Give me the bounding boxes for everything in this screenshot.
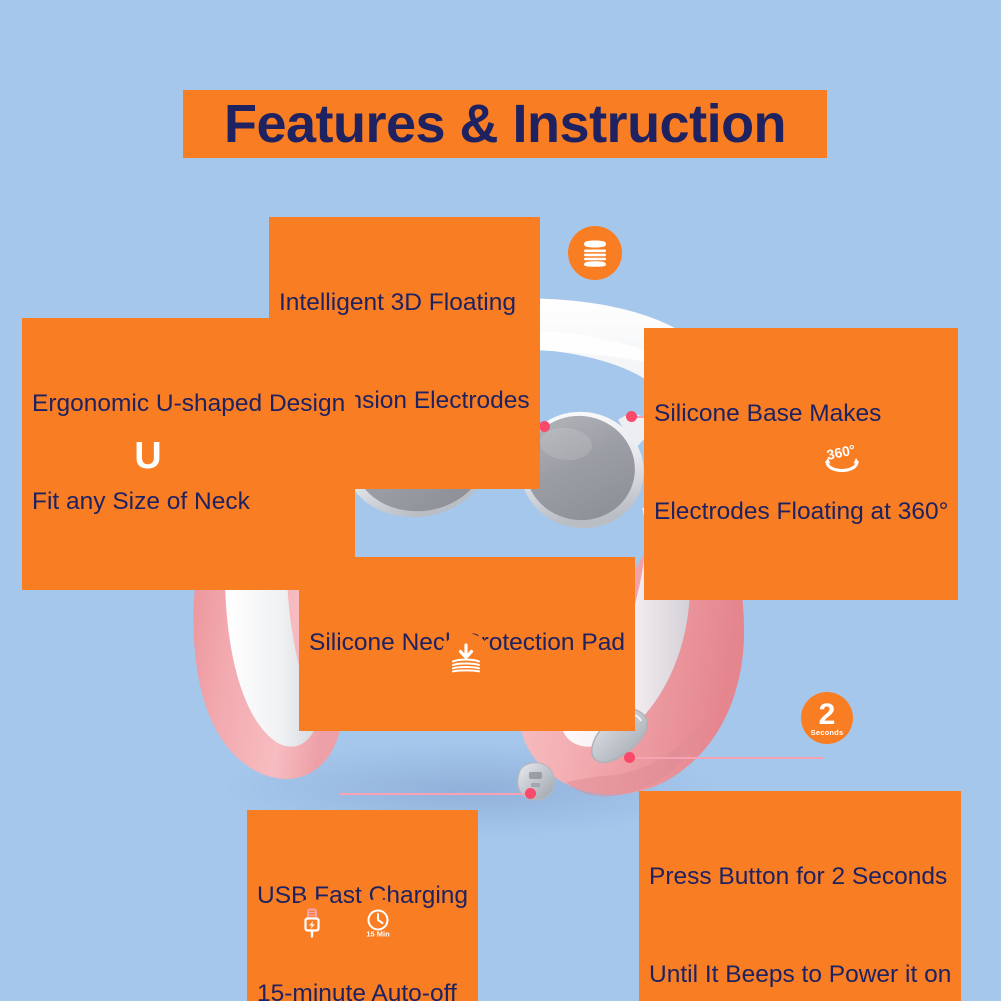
rotate-360-icon: 360° xyxy=(815,431,869,485)
callout-line-1: Silicone Base Makes xyxy=(654,400,882,428)
connector-dot-press-button xyxy=(624,752,635,763)
callout-line-2: 15-minute Auto-off xyxy=(257,979,457,1001)
clock-15min-icon: 15 Min xyxy=(354,899,402,947)
electrode-layers-icon xyxy=(568,226,622,280)
callout-line-1: Ergonomic U-shaped Design xyxy=(32,390,346,418)
cushion-press-icon xyxy=(440,633,492,685)
callout-line-1: Intelligent 3D Floating xyxy=(279,289,516,317)
letter-u-icon: U xyxy=(122,431,174,483)
two-seconds-unit: Seconds xyxy=(810,727,844,737)
svg-text:360°: 360° xyxy=(825,441,857,463)
callout-line-2: Until It Beeps to Power it on xyxy=(649,960,952,988)
usb-plug-icon xyxy=(288,899,336,947)
svg-text:15 Min: 15 Min xyxy=(366,930,390,939)
callout-press-button: Press Button for 2 Seconds Until It Beep… xyxy=(639,791,962,1001)
connector-line-usb xyxy=(340,793,530,795)
callout-silicone-base: Silicone Base Makes Electrodes Floating … xyxy=(644,328,959,600)
letter-u-glyph: U xyxy=(134,435,162,477)
callout-line-2: Electrodes Floating at 360° xyxy=(654,497,949,525)
page-title: Features & Instruction xyxy=(223,94,787,154)
two-seconds-number: 2 xyxy=(818,697,836,731)
connector-dot-silicone-base xyxy=(626,411,637,422)
page-title-banner: Features & Instruction xyxy=(183,90,827,158)
callout-line-2: Fit any Size of Neck xyxy=(32,487,250,515)
callout-line-1: Press Button for 2 Seconds xyxy=(649,863,948,891)
two-seconds-icon: 2 Seconds xyxy=(801,692,853,744)
callout-ergonomic-design: Ergonomic U-shaped Design Fit any Size o… xyxy=(22,318,356,590)
connector-dot-usb xyxy=(525,788,536,799)
connector-dot-electrode-right xyxy=(539,421,550,432)
connector-line-press-button xyxy=(634,757,824,759)
